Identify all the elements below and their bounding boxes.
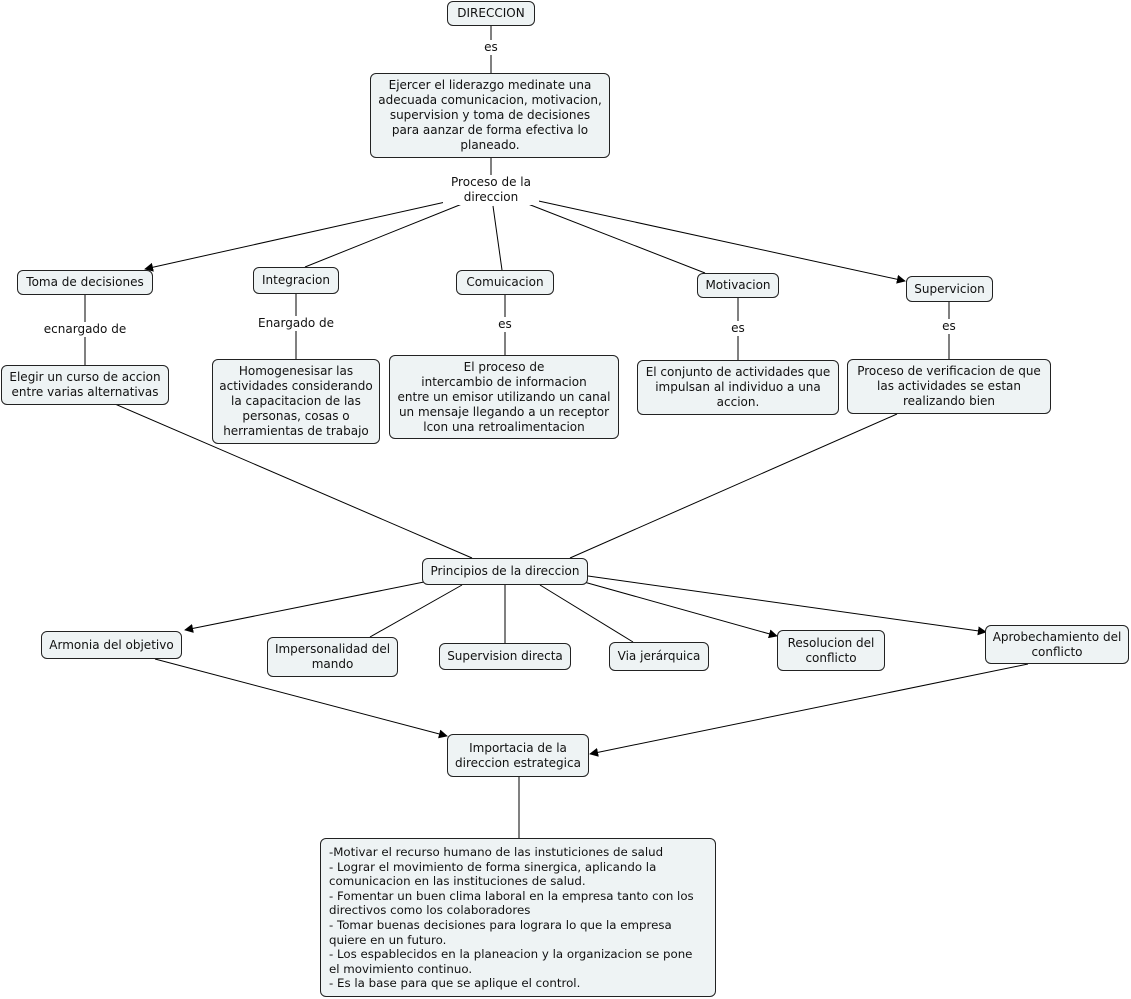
link-proceso-supervicion [533, 199, 906, 284]
label-es-motivacion: es [728, 321, 748, 336]
node-impersonalidad-mando[interactable]: Impersonalidad del mando [267, 637, 398, 677]
link-verificacion-principios [569, 413, 898, 559]
label-proceso-direccion: Proceso de la direccion [443, 175, 539, 205]
link-principios-via [539, 584, 634, 643]
link-principios-aprobechamiento [587, 575, 987, 636]
node-armonia-objetivo[interactable]: Armonia del objetivo [41, 631, 182, 659]
link-proceso-integracion [304, 203, 463, 268]
link-elegir-principios [114, 403, 473, 559]
node-integracion[interactable]: Integracion [253, 267, 339, 294]
node-direccion[interactable]: DIRECCION [447, 1, 535, 26]
node-motivacion[interactable]: Motivacion [697, 273, 779, 298]
link-principios-impersonalidad [369, 584, 463, 638]
link-principios-armonia [184, 581, 425, 633]
node-supervision-directa[interactable]: Supervision directa [439, 643, 571, 670]
node-supervicion[interactable]: Supervicion [906, 276, 993, 302]
label-encargado-toma: ecnargado de [42, 322, 128, 337]
node-resolucion-conflicto[interactable]: Resolucion del conflicto [777, 630, 885, 671]
node-homogenesisar[interactable]: Homogenesisar las actividades consideran… [212, 359, 380, 444]
label-es-supervicion: es [939, 319, 959, 334]
node-lista-importancia[interactable]: -Motivar el recurso humano de las instut… [320, 838, 716, 997]
link-aprobechamiento-importancia [589, 663, 1029, 757]
node-definicion-direccion[interactable]: Ejercer el liderazgo medinate una adecua… [370, 73, 610, 158]
link-proceso-comunicacion [492, 205, 503, 271]
node-conjunto-actividades[interactable]: El conjunto de actividades que impulsan … [637, 360, 839, 415]
node-proceso-verificacion[interactable]: Proceso de verificacion de que las activ… [847, 359, 1051, 414]
label-es-direccion: es [481, 40, 501, 55]
label-es-comunicacion: es [495, 317, 515, 332]
link-proceso-toma [144, 200, 451, 272]
node-toma-decisiones[interactable]: Toma de decisiones [17, 270, 153, 295]
node-aprobechamiento-conflicto[interactable]: Aprobechamiento del conflicto [985, 625, 1129, 664]
node-principios-direccion[interactable]: Principios de la direccion [422, 558, 588, 585]
node-importancia-direccion[interactable]: Importacia de la direccion estrategica [447, 734, 589, 777]
link-armonia-importancia [154, 658, 448, 739]
link-proceso-motivacion [527, 203, 706, 274]
node-comunicacion[interactable]: Comuicacion [456, 270, 554, 295]
node-proceso-intercambio[interactable]: El proceso de intercambio de informacion… [389, 355, 619, 439]
label-encargado-integracion: Enargado de [256, 316, 336, 331]
node-elegir-curso[interactable]: Elegir un curso de accion entre varias a… [1, 365, 169, 405]
node-via-jerarquica[interactable]: Via jerárquica [609, 642, 709, 671]
link-principios-resolucion [583, 581, 778, 639]
